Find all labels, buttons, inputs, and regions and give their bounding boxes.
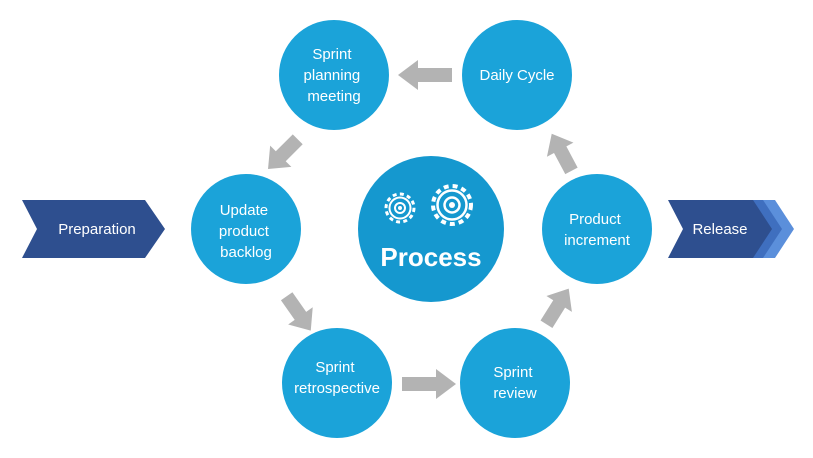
sprint-review-label: Sprint review <box>493 364 537 402</box>
arrow-increment-to-daily <box>546 133 578 175</box>
sprint-retrospective-label: Sprint retrospective <box>294 359 380 397</box>
arrow-planning-to-backlog <box>268 134 303 169</box>
sprint-planning-label: Sprint planning meeting <box>304 46 365 105</box>
node-sprint-retrospective: Sprint retrospective <box>282 328 392 438</box>
sprint-retrospective-circle <box>282 328 392 438</box>
arrow-review-to-increment <box>540 288 572 328</box>
node-product-increment: Product increment <box>542 174 652 284</box>
arrow-daily-to-planning <box>398 60 452 90</box>
process-circle <box>358 156 504 302</box>
preparation-chevron: Preparation <box>22 200 165 258</box>
process-center: Process <box>358 156 504 302</box>
update-backlog-circle <box>191 174 301 284</box>
node-sprint-review: Sprint review <box>460 328 570 438</box>
product-increment-label: Product increment <box>564 211 631 249</box>
node-daily-cycle: Daily Cycle <box>462 20 572 130</box>
release-chevron: Release <box>668 200 794 258</box>
node-update-backlog: Update product backlog <box>191 174 301 284</box>
sprint-review-circle <box>460 328 570 438</box>
gear-icon <box>431 184 473 226</box>
release-label: Release <box>692 221 747 238</box>
product-increment-circle <box>542 174 652 284</box>
arrow-backlog-to-retro <box>280 292 313 331</box>
sprint-planning-circle <box>279 20 389 130</box>
release-chevron-front-shape <box>668 200 772 258</box>
update-backlog-label: Update product backlog <box>219 202 273 261</box>
gear-icon <box>384 192 416 224</box>
node-sprint-planning: Sprint planning meeting <box>279 20 389 130</box>
cycle-arrows <box>268 60 578 399</box>
daily-cycle-label: Daily Cycle <box>479 67 554 84</box>
preparation-chevron-shape <box>22 200 165 258</box>
preparation-label: Preparation <box>58 221 136 238</box>
process-label: Process <box>380 242 481 272</box>
daily-cycle-circle <box>462 20 572 130</box>
arrow-retro-to-review <box>402 369 456 399</box>
